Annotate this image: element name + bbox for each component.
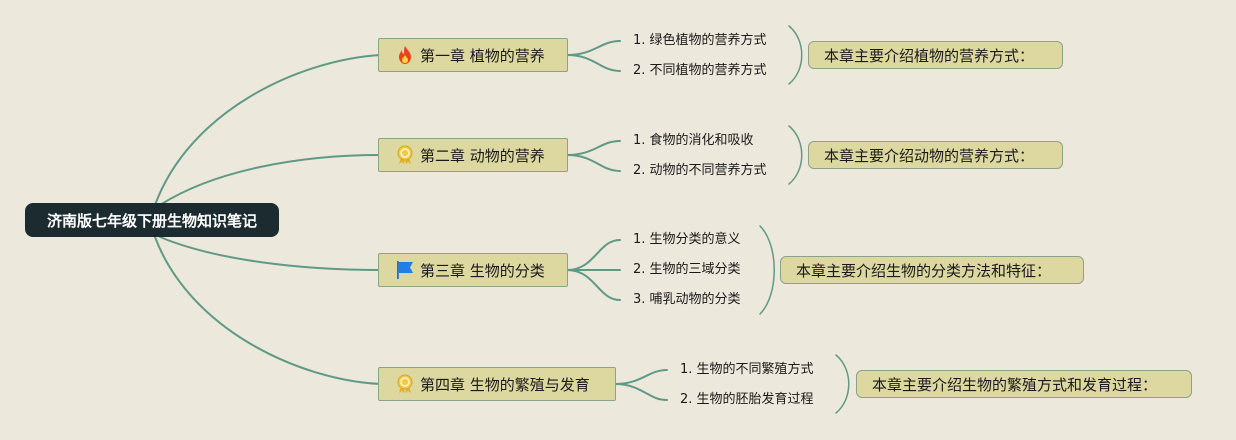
connector-ch1-item1 bbox=[566, 40, 621, 56]
connector-ch3-item1 bbox=[566, 239, 621, 271]
summary-node-4[interactable]: 本章主要介绍生物的繁殖方式和发育过程： bbox=[856, 370, 1192, 398]
flag-icon bbox=[395, 260, 415, 280]
summary-node-3[interactable]: 本章主要介绍生物的分类方法和特征： bbox=[780, 256, 1084, 284]
connector-ch4-item2 bbox=[614, 383, 668, 401]
connector-ch4-item1 bbox=[614, 369, 668, 385]
chapter-title-2: 第二章 动物的营养 bbox=[420, 146, 545, 165]
medal-icon bbox=[395, 374, 415, 394]
root-title: 济南版七年级下册生物知识笔记 bbox=[46, 211, 257, 230]
bracket-ch1 bbox=[788, 25, 803, 85]
chapter-node-1[interactable]: 第一章 植物的营养 bbox=[378, 38, 568, 72]
connector-ch1-item2 bbox=[566, 54, 621, 72]
bracket-ch3 bbox=[759, 225, 775, 315]
chapter-node-3[interactable]: 第三章 生物的分类 bbox=[378, 253, 568, 287]
connector-ch2-item2 bbox=[566, 154, 621, 172]
topic-item[interactable]: 2. 动物的不同营养方式 bbox=[633, 163, 767, 178]
summary-text-4: 本章主要介绍生物的繁殖方式和发育过程： bbox=[872, 375, 1158, 394]
root-node[interactable]: 济南版七年级下册生物知识笔记 bbox=[25, 203, 279, 237]
topic-item[interactable]: 1. 生物分类的意义 bbox=[633, 232, 741, 247]
topic-item[interactable]: 1. 食物的消化和吸收 bbox=[633, 133, 754, 148]
chapter-title-1: 第一章 植物的营养 bbox=[420, 46, 545, 65]
connector-root-ch3 bbox=[159, 236, 381, 271]
topic-item[interactable]: 3. 哺乳动物的分类 bbox=[633, 292, 741, 307]
summary-node-1[interactable]: 本章主要介绍植物的营养方式： bbox=[808, 41, 1063, 69]
topic-item[interactable]: 2. 生物的三域分类 bbox=[633, 262, 741, 277]
chapter-node-2[interactable]: 第二章 动物的营养 bbox=[378, 138, 568, 172]
connector-root-ch4 bbox=[154, 236, 381, 385]
summary-text-2: 本章主要介绍动物的营养方式： bbox=[824, 146, 1035, 165]
topic-item[interactable]: 2. 生物的胚胎发育过程 bbox=[680, 392, 814, 407]
summary-node-2[interactable]: 本章主要介绍动物的营养方式： bbox=[808, 141, 1063, 169]
topic-item[interactable]: 1. 绿色植物的营养方式 bbox=[633, 33, 767, 48]
bracket-ch2 bbox=[788, 125, 803, 185]
connector-ch2-item1 bbox=[566, 140, 621, 156]
fire-icon bbox=[395, 45, 415, 65]
topic-item[interactable]: 1. 生物的不同繁殖方式 bbox=[680, 362, 814, 377]
connector-root-ch1 bbox=[154, 54, 381, 206]
summary-text-3: 本章主要介绍生物的分类方法和特征： bbox=[796, 261, 1052, 280]
summary-text-1: 本章主要介绍植物的营养方式： bbox=[824, 46, 1035, 65]
connector-ch3-item3 bbox=[566, 269, 621, 301]
connector-root-ch2 bbox=[159, 154, 381, 206]
chapter-title-3: 第三章 生物的分类 bbox=[420, 261, 545, 280]
chapter-title-4: 第四章 生物的繁殖与发育 bbox=[420, 375, 590, 394]
chapter-node-4[interactable]: 第四章 生物的繁殖与发育 bbox=[378, 367, 616, 401]
bracket-ch4 bbox=[835, 354, 850, 414]
topic-item[interactable]: 2. 不同植物的营养方式 bbox=[633, 63, 767, 78]
medal-icon bbox=[395, 145, 415, 165]
